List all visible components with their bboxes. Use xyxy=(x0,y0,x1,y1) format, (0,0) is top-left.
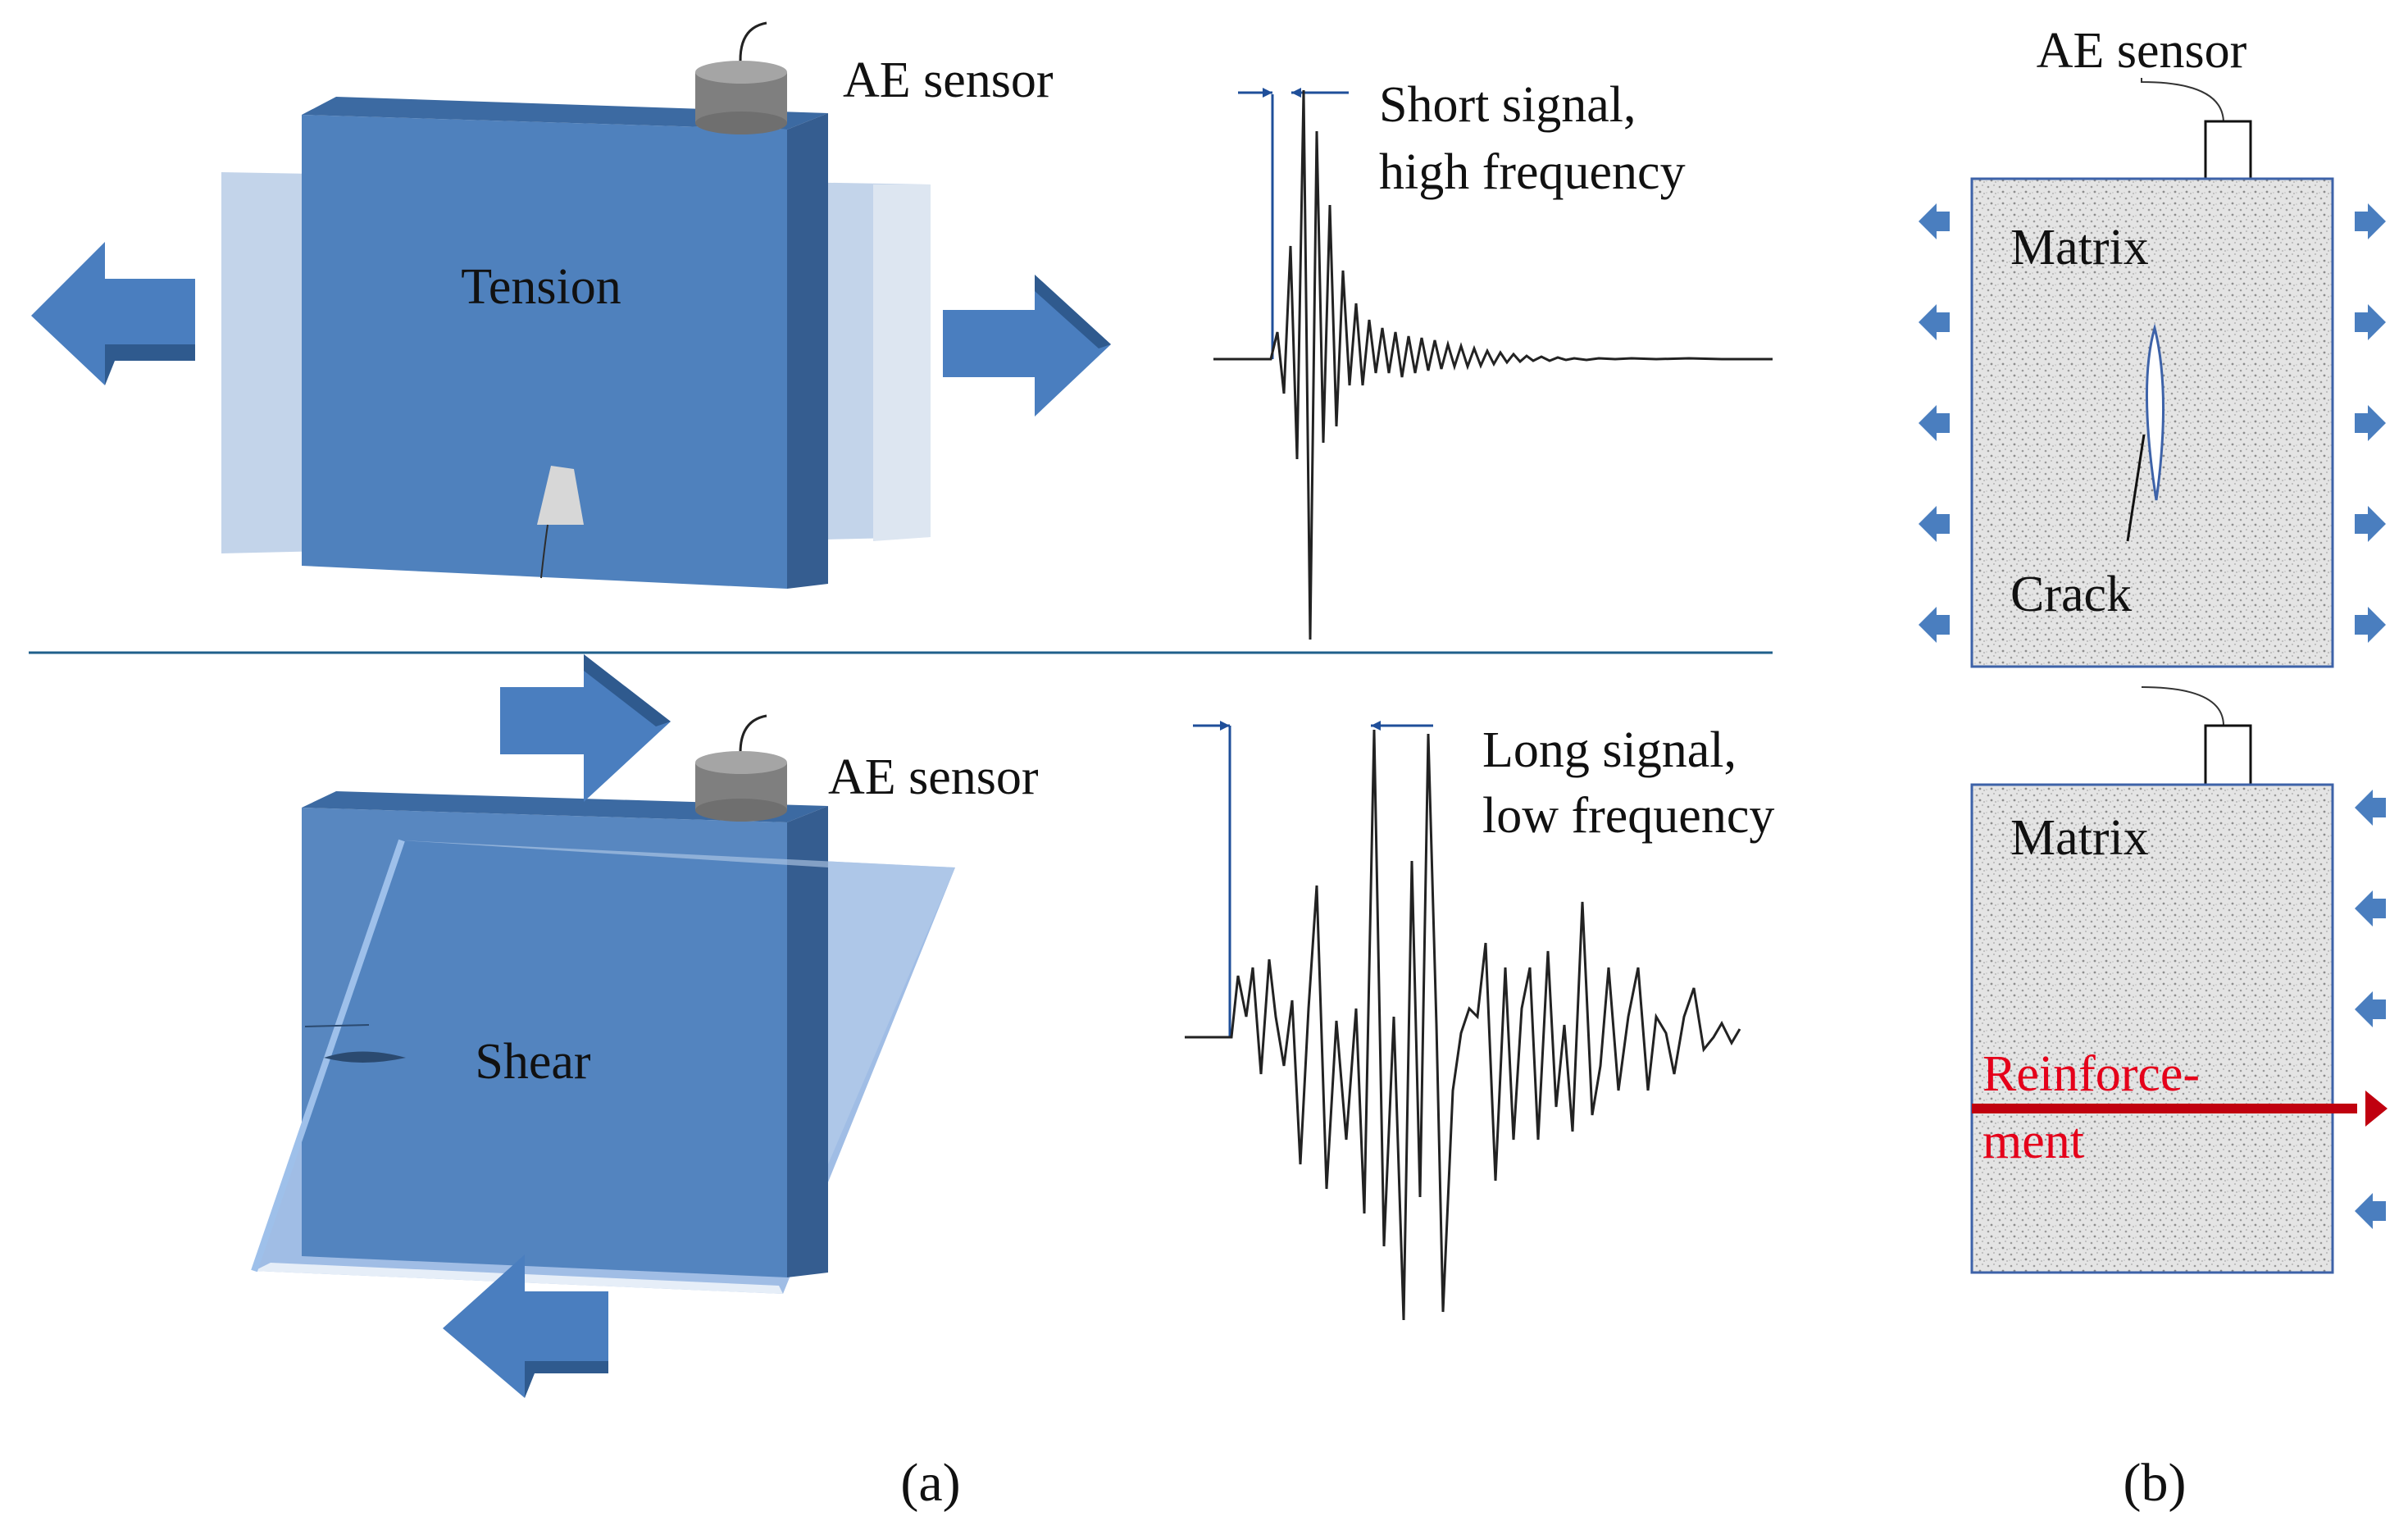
tension-label: Tension xyxy=(461,259,621,315)
shear-bottom-arrow xyxy=(443,1254,608,1398)
matrix-top-label: Matrix xyxy=(2010,220,2149,275)
shear-block xyxy=(302,808,787,1277)
matrix-bottom-arrows xyxy=(2355,790,2386,1229)
matrix-bottom-sensor xyxy=(2204,724,2252,786)
short-signal-label-line2: high frequency xyxy=(1379,144,1686,200)
panel-b-label: (b) xyxy=(2124,1453,2187,1513)
matrix-sensor-label: AE sensor xyxy=(2037,23,2247,79)
tension-right-arrow xyxy=(943,275,1111,417)
matrix-reinforcement-diagram: Matrix Reinforce- ment xyxy=(1970,686,2388,1274)
tension-crack-shape xyxy=(537,466,584,525)
tension-sensor-label: AE sensor xyxy=(843,52,1054,108)
crack-shape xyxy=(2145,323,2165,501)
matrix-top-left-arrows xyxy=(1919,203,1950,643)
shear-sensor-label: AE sensor xyxy=(828,749,1039,805)
tension-diagram: Tension AE sensor xyxy=(31,21,1111,589)
shear-top-arrow xyxy=(500,654,671,802)
reinforcement-bar xyxy=(1972,1104,2357,1113)
tension-ae-sensor xyxy=(695,21,787,134)
shear-label: Shear xyxy=(475,1034,591,1090)
matrix-top-right-arrows xyxy=(2355,203,2386,643)
reinforcement-label-line2: ment xyxy=(1982,1113,2084,1169)
long-signal-label-line2: low frequency xyxy=(1482,788,1774,844)
long-signal-label-line1: Long signal, xyxy=(1482,722,1737,778)
matrix-bottom-label: Matrix xyxy=(2010,810,2149,866)
short-signal-waveform: Short signal, high frequency xyxy=(1213,77,1773,640)
reinforcement-label-line1: Reinforce- xyxy=(1982,1046,2200,1102)
tension-left-arrow xyxy=(31,242,195,385)
tension-block xyxy=(302,115,787,589)
matrix-bottom-block xyxy=(1970,783,2334,1274)
matrix-crack-diagram: AE sensor Matrix Crack xyxy=(1919,23,2386,668)
shear-diagram: Shear AE sensor xyxy=(251,654,1039,1398)
shear-ae-sensor xyxy=(695,714,787,822)
reinforcement-arrow xyxy=(2365,1091,2388,1127)
panel-a-label: (a) xyxy=(900,1453,960,1513)
matrix-top-sensor xyxy=(2204,120,2252,180)
long-signal-waveform: Long signal, low frequency xyxy=(1185,721,1774,1321)
crack-label: Crack xyxy=(2010,567,2132,622)
short-signal-label-line1: Short signal, xyxy=(1379,77,1636,133)
